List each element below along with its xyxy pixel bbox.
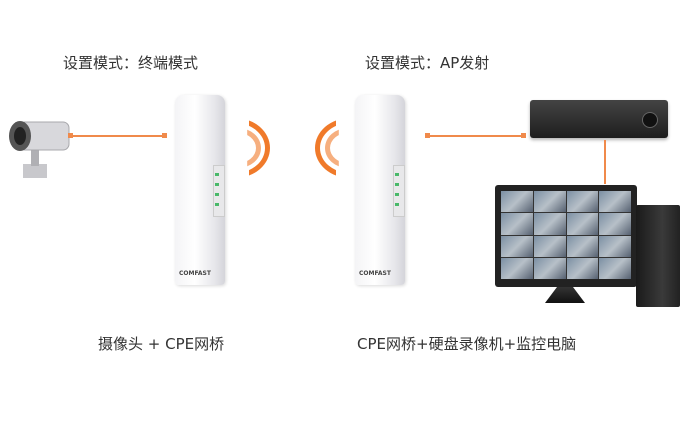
link-endpoint xyxy=(521,133,526,138)
right-mode-label: 设置模式：AP发射 xyxy=(365,54,490,72)
camera-link-line xyxy=(70,135,165,137)
brand-logo: COMFAST xyxy=(179,270,211,277)
dvr-recorder xyxy=(530,100,668,138)
surveillance-screen xyxy=(501,191,631,279)
pc-tower xyxy=(636,205,680,307)
monitor-stand xyxy=(545,287,585,303)
dvr-link-line xyxy=(427,135,524,137)
brand-logo: COMFAST xyxy=(359,270,391,277)
cpe-bridge-client: COMFAST xyxy=(175,95,225,285)
left-caption: 摄像头 + CPE网桥 xyxy=(98,335,225,353)
right-caption: CPE网桥+硬盘录像机+监控电脑 xyxy=(357,335,577,353)
left-mode-label: 设置模式：终端模式 xyxy=(63,54,199,72)
pc-link-line xyxy=(604,140,606,184)
link-endpoint xyxy=(425,133,430,138)
cpe-bridge-ap: COMFAST xyxy=(355,95,405,285)
link-endpoint xyxy=(162,133,167,138)
monitor xyxy=(495,185,637,287)
security-camera-icon xyxy=(9,121,70,178)
link-endpoint xyxy=(68,133,73,138)
